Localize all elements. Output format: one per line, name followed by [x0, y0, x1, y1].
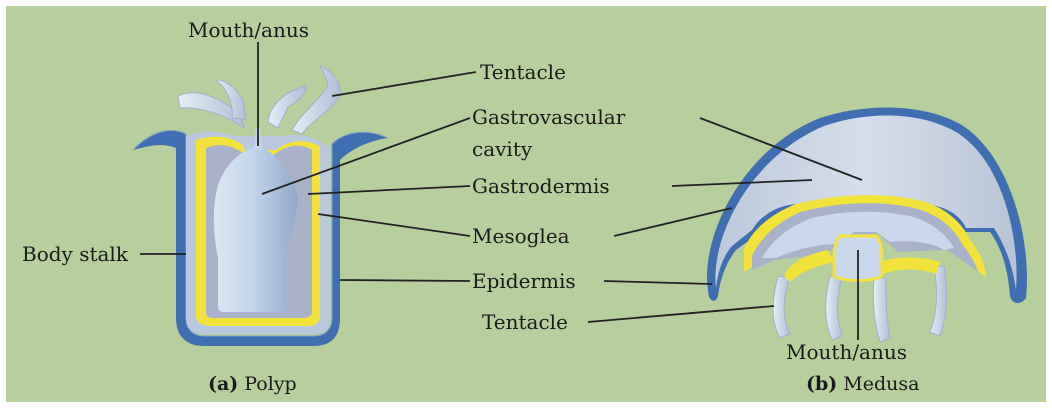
- label-tentacle-top: Tentacle: [480, 60, 566, 84]
- leader-epidermis-medusa: [604, 281, 712, 284]
- leader-tentacle-top: [332, 72, 476, 96]
- label-gastrovascular-line2: cavity: [472, 137, 533, 161]
- caption-polyp-letter: (a): [208, 373, 238, 395]
- leader-tentacle-bottom: [588, 306, 774, 322]
- caption-medusa-name: Medusa: [843, 373, 919, 395]
- label-epidermis: Epidermis: [472, 269, 576, 293]
- caption-polyp: (a) Polyp: [208, 373, 297, 395]
- leader-epidermis-polyp: [340, 280, 470, 281]
- label-body-stalk: Body stalk: [22, 242, 129, 266]
- polyp-tentacles: [178, 66, 340, 134]
- leader-mesoglea-polyp: [318, 214, 470, 236]
- leader-mesoglea-medusa: [614, 208, 732, 236]
- caption-medusa-letter: (b): [806, 373, 837, 395]
- label-mouth-anus-bottom: Mouth/anus: [786, 340, 907, 364]
- label-mouth-anus-top: Mouth/anus: [188, 18, 309, 42]
- label-gastrodermis: Gastrodermis: [472, 174, 610, 198]
- caption-medusa: (b) Medusa: [806, 373, 919, 395]
- label-tentacle-bottom: Tentacle: [482, 310, 568, 334]
- label-mesoglea: Mesoglea: [472, 224, 570, 248]
- caption-polyp-name: Polyp: [244, 373, 296, 395]
- polyp-gastrovascular-cavity: [214, 146, 298, 312]
- label-gastrovascular-line1: Gastrovascular: [472, 105, 626, 129]
- polyp-figure: [133, 66, 388, 346]
